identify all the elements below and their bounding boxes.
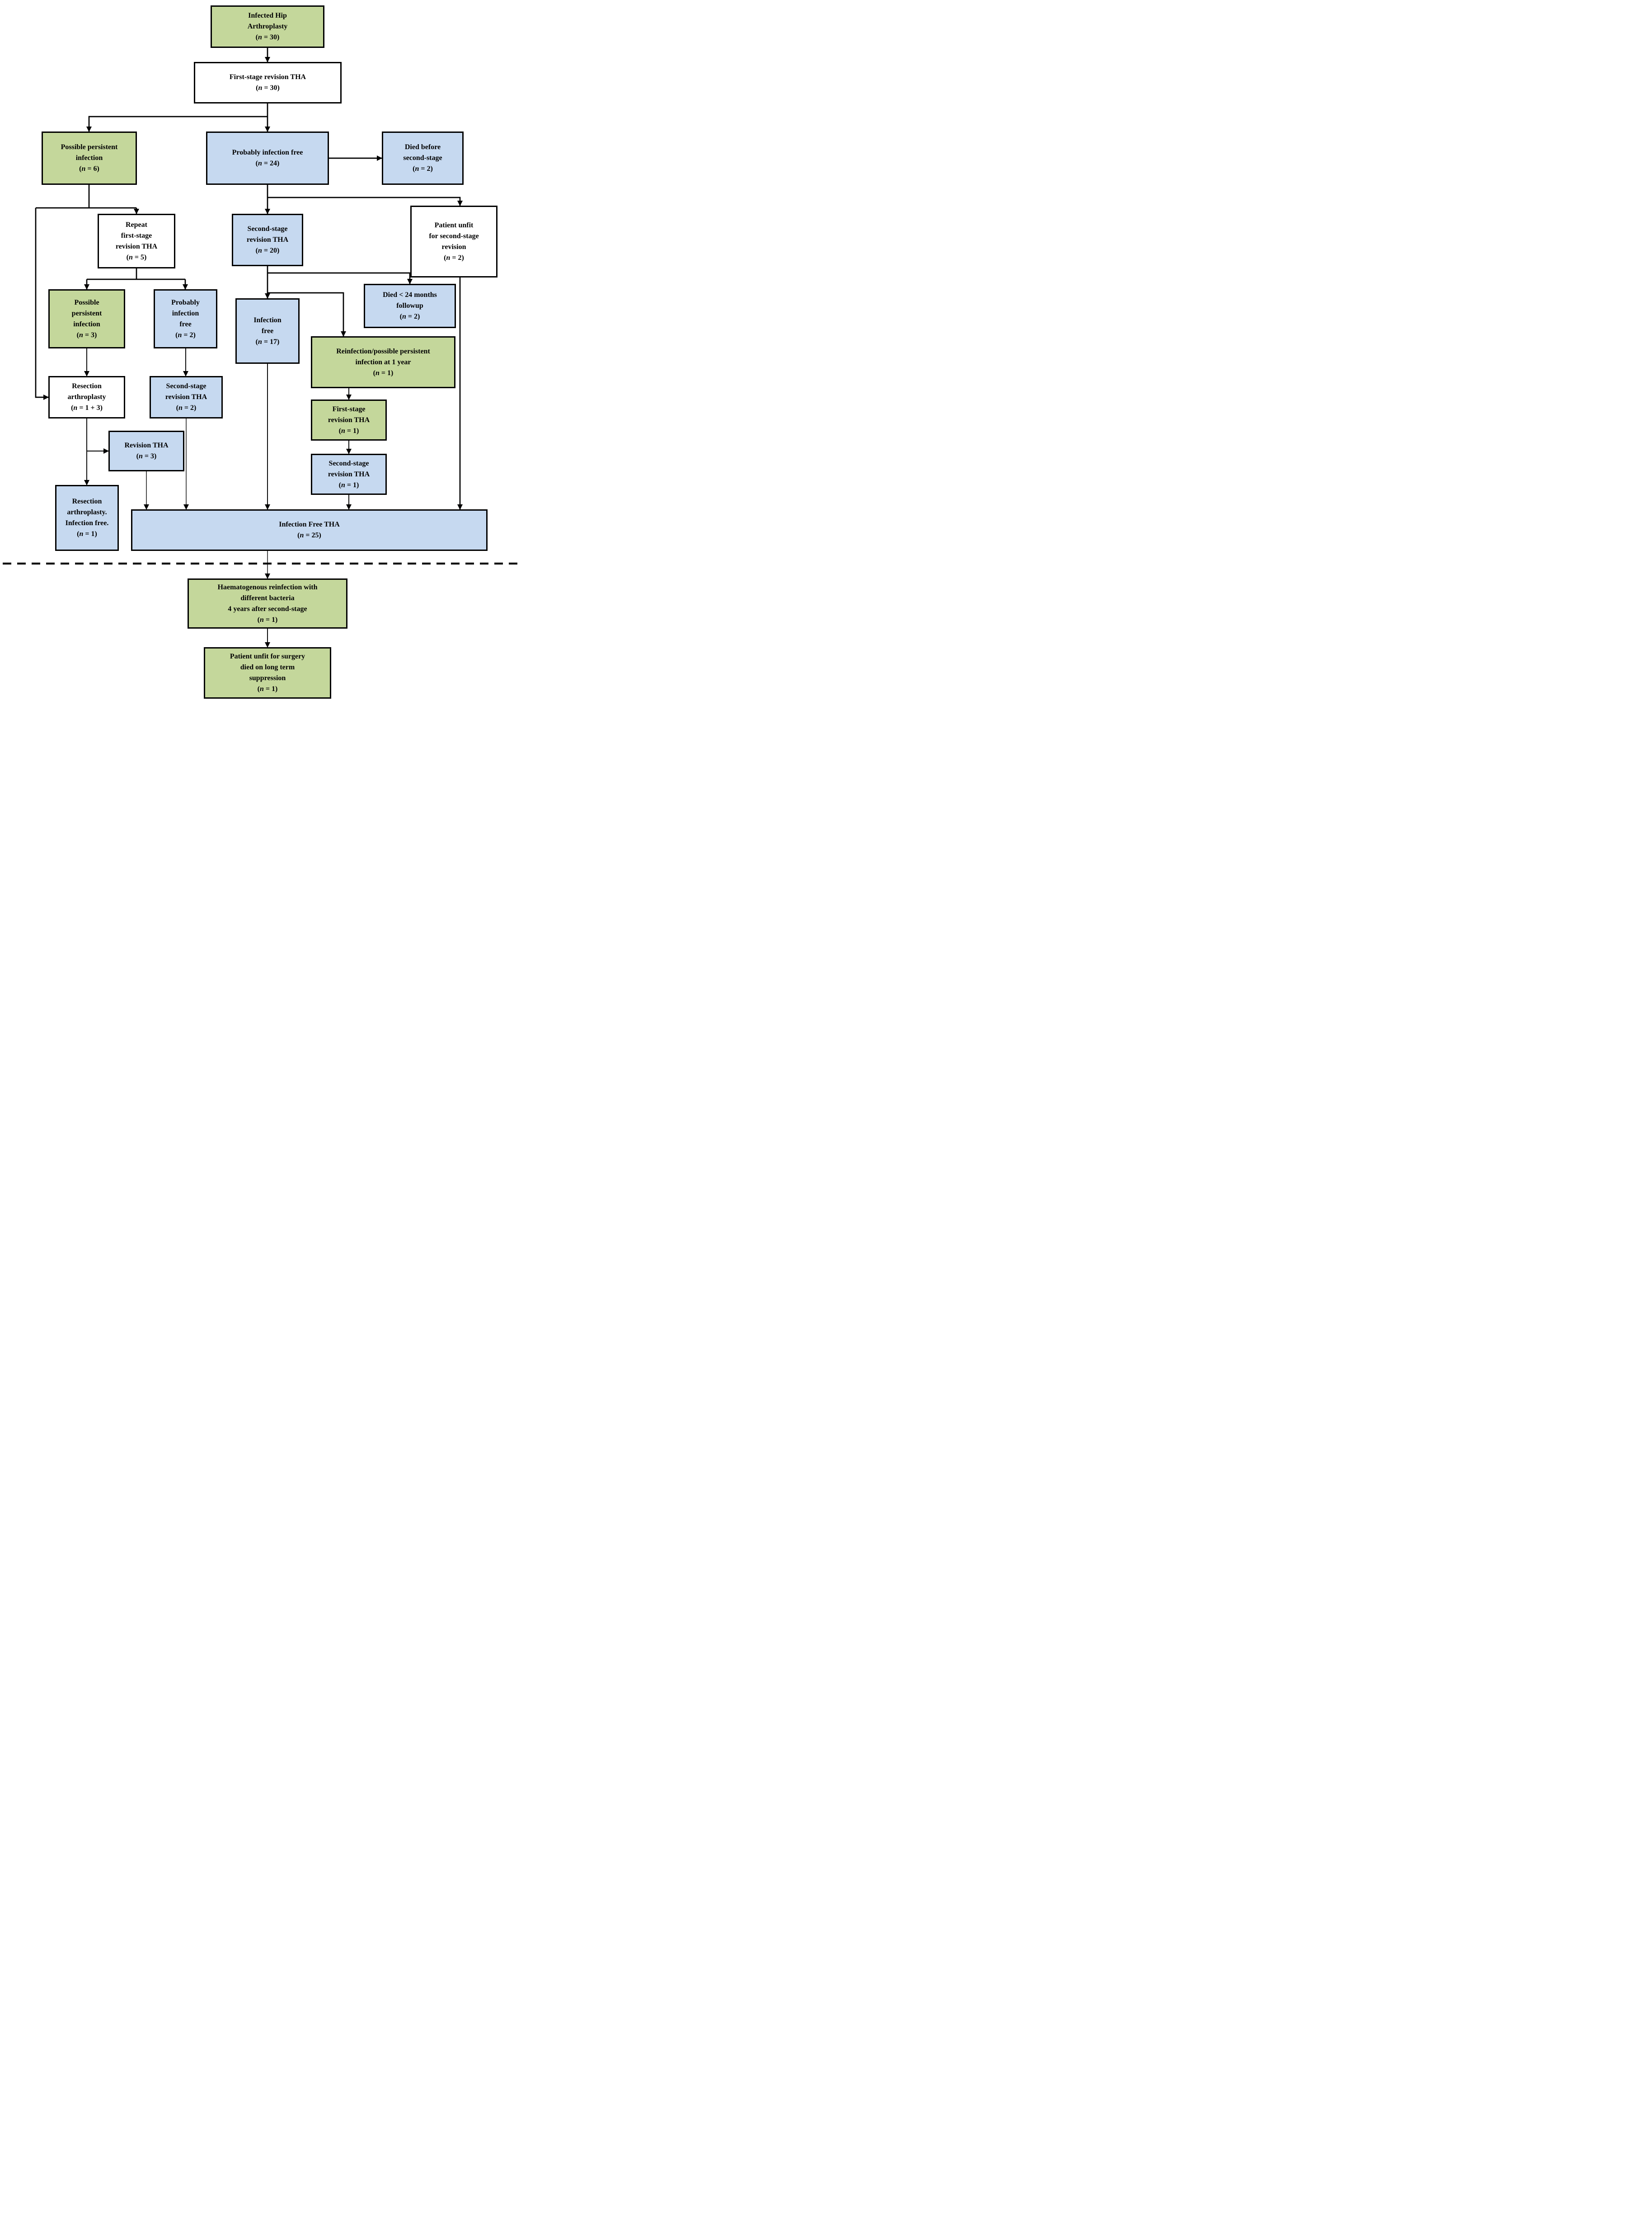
node-infection-free-tha-25: Infection Free THA (n = 25) <box>131 509 488 551</box>
node-text-line: Infection free. <box>65 519 109 527</box>
node-text-line: revision THA <box>115 242 158 250</box>
node-text-line: first-stage <box>121 231 152 240</box>
node-text-line: First-stage <box>332 405 366 413</box>
node-count-line: (n = 1) <box>257 685 278 693</box>
node-text-line: revision THA <box>165 393 207 401</box>
node-second-stage-revision-tha-2: Second-stage revision THA (n = 2) <box>150 376 223 418</box>
node-text-line: Probably <box>171 298 200 306</box>
node-text-line: Possible <box>74 298 99 306</box>
node-text-line: revision THA <box>328 470 370 478</box>
node-text-line: Infection <box>253 316 282 324</box>
node-probably-infection-free-24: Probably infection free (n = 24) <box>206 132 329 185</box>
connector-left-to-resection <box>35 208 49 400</box>
node-text-line: free <box>261 327 274 335</box>
node-text-line: 4 years after second-stage <box>228 605 307 613</box>
node-died-before-second-stage: Died before second-stage (n = 2) <box>382 132 464 185</box>
node-reinfection-possible-persistent-1-year: Reinfection/possible persistent infectio… <box>311 336 455 388</box>
node-text-line: followup <box>396 302 423 310</box>
flowchart-canvas: Infected Hip Arthroplasty (n = 30) First… <box>0 0 521 704</box>
node-count-line: (n = 30) <box>256 84 280 92</box>
node-possible-persistent-infection-3: Possible persistent infection (n = 3) <box>48 289 125 348</box>
node-count-line: (n = 25) <box>297 531 321 539</box>
node-first-stage-revision-tha-1: First-stage revision THA (n = 1) <box>311 400 387 441</box>
node-text-line: infection at 1 year <box>355 358 411 366</box>
connector-layer <box>3 48 518 648</box>
node-text-line: Arthroplasty <box>247 23 288 30</box>
node-revision-tha-3: Revision THA (n = 3) <box>108 431 184 471</box>
node-count-line: (n = 1) <box>338 427 359 435</box>
node-text-line: Possible persistent <box>61 143 118 151</box>
node-text-line: for second-stage <box>429 232 479 240</box>
node-count-line: (n = 2) <box>413 165 433 173</box>
node-text-line: revision THA <box>328 416 370 424</box>
node-count-line: (n = 6) <box>79 165 99 173</box>
node-count-line: (n = 5) <box>126 253 147 261</box>
node-count-line: (n = 20) <box>255 247 280 254</box>
node-resection-arthroplasty-infection-free-1: Resection arthroplasty. Infection free. … <box>55 485 119 551</box>
node-count-line: (n = 1 + 3) <box>71 404 103 412</box>
node-text-line: Resection <box>72 498 102 505</box>
node-count-line: (n = 2) <box>176 404 197 412</box>
node-text-line: Second-stage <box>329 459 369 467</box>
node-text-line: Resection <box>72 382 102 390</box>
node-patient-unfit-for-surgery: Patient unfit for surgery died on long t… <box>204 647 331 699</box>
node-text-line: Second-stage <box>166 382 206 390</box>
node-second-stage-revision-tha-1: Second-stage revision THA (n = 1) <box>311 454 387 495</box>
node-count-line: (n = 3) <box>76 331 97 339</box>
node-text-line: second-stage <box>403 154 442 162</box>
node-text-line: free <box>179 320 192 328</box>
node-text-line: different bacteria <box>240 594 295 602</box>
node-infected-hip-arthroplasty: Infected Hip Arthroplasty (n = 30) <box>211 5 324 48</box>
node-text-line: died on long term <box>240 663 295 671</box>
connector-secondstage20-to-reinfection <box>268 292 346 337</box>
node-text-line: Died before <box>404 143 441 151</box>
node-text-line: Infected Hip <box>248 12 287 19</box>
node-text-line: Patient unfit for surgery <box>230 653 305 660</box>
node-text-line: Second-stage <box>247 225 288 233</box>
node-text-line: infection <box>75 154 103 162</box>
node-count-line: (n = 24) <box>255 160 280 167</box>
node-count-line: (n = 17) <box>255 338 280 346</box>
node-text-line: suppression <box>249 674 286 682</box>
connector-firststage-to-possiblepersistent <box>86 116 268 132</box>
node-count-line: (n = 30) <box>255 33 280 41</box>
node-resection-arthroplasty-1-3: Resection arthroplasty (n = 1 + 3) <box>48 376 125 418</box>
node-text-line: Haematogenous reinfection with <box>217 583 318 591</box>
node-possible-persistent-infection-6: Possible persistent infection (n = 6) <box>42 132 137 185</box>
node-text-line: First-stage revision THA <box>229 73 306 81</box>
node-count-line: (n = 2) <box>444 254 464 262</box>
node-text-line: arthroplasty <box>67 393 106 401</box>
node-text-line: infection <box>172 309 199 317</box>
node-patient-unfit-for-second-stage-revision: Patient unfit for second-stage revision … <box>410 206 497 277</box>
node-haematogenous-reinfection: Haematogenous reinfection with different… <box>188 578 347 629</box>
node-text-line: Revision THA <box>124 442 169 449</box>
node-text-line: infection <box>73 320 100 328</box>
node-count-line: (n = 1) <box>77 530 97 538</box>
node-text-line: revision <box>441 243 466 251</box>
node-text-line: Reinfection/possible persistent <box>336 347 430 355</box>
node-died-24-months-followup: Died < 24 months followup (n = 2) <box>364 284 456 328</box>
node-infection-free-17: Infection free (n = 17) <box>235 298 300 364</box>
node-text-line: Probably infection free <box>232 149 303 156</box>
node-text-line: revision THA <box>246 236 289 244</box>
node-text-line: Infection Free THA <box>279 521 340 528</box>
node-first-stage-revision-tha-30: First-stage revision THA (n = 30) <box>194 62 342 103</box>
connector-secondstage20-to-died24 <box>268 272 413 284</box>
node-count-line: (n = 3) <box>136 452 157 460</box>
node-text-line: Patient unfit <box>434 221 474 229</box>
node-repeat-first-stage-revision-tha-5: Repeat first-stage revision THA (n = 5) <box>98 214 175 268</box>
node-count-line: (n = 1) <box>257 616 278 624</box>
node-count-line: (n = 2) <box>175 331 196 339</box>
node-text-line: Repeat <box>126 221 147 229</box>
node-text-line: arthroplasty. <box>67 508 107 516</box>
node-count-line: (n = 1) <box>373 369 394 377</box>
node-count-line: (n = 1) <box>338 481 359 489</box>
node-second-stage-revision-tha-20: Second-stage revision THA (n = 20) <box>232 214 303 266</box>
node-text-line: persistent <box>71 309 102 317</box>
node-text-line: Died < 24 months <box>383 291 437 299</box>
node-count-line: (n = 2) <box>399 313 420 320</box>
node-probably-infection-free-2: Probably infection free (n = 2) <box>154 289 217 348</box>
connector-probablyfree-to-patientunfit <box>268 197 463 206</box>
